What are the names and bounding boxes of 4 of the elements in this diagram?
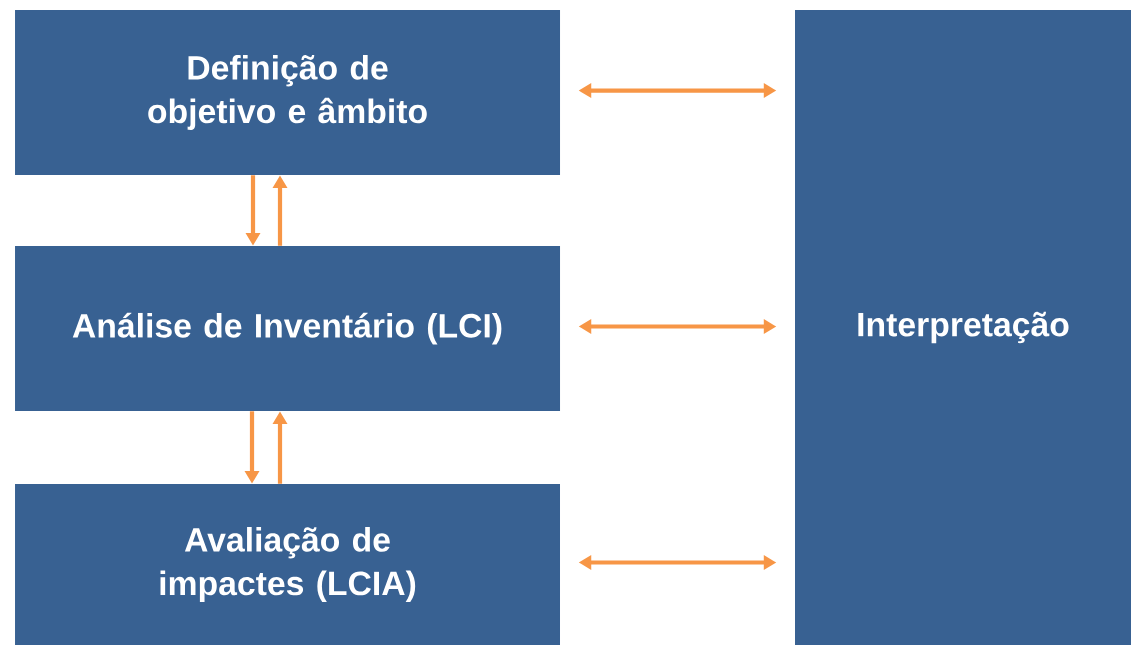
- process-box: Interpretação: [795, 10, 1131, 645]
- process-box: Avaliação de impactes (LCIA): [15, 484, 561, 645]
- process-box: Análise de Inventário (LCI): [15, 246, 561, 412]
- process-box: Definição de objetivo e âmbito: [15, 10, 561, 175]
